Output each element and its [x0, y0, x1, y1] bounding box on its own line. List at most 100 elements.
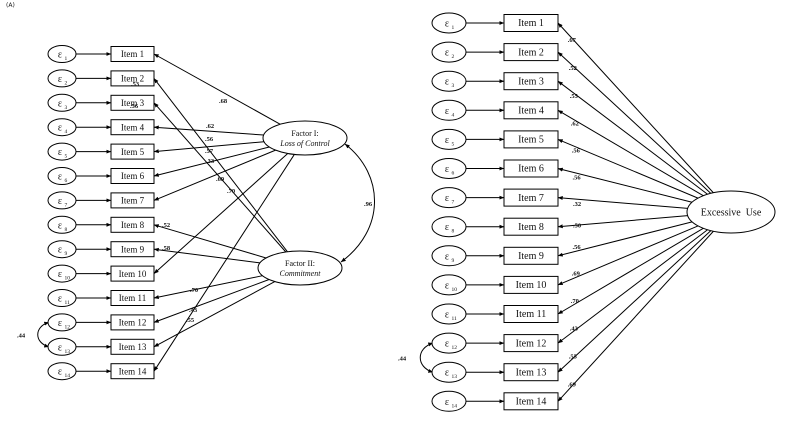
loading-path-item-13: [153, 281, 276, 348]
loading-label-item-6: .56: [573, 174, 582, 181]
error-label: ε: [445, 77, 449, 88]
error-subscript: 6: [452, 171, 455, 177]
loading-path-item-9: [153, 247, 261, 264]
factor-ellipse: [257, 250, 343, 286]
item-rect: [503, 159, 559, 178]
error-label: ε: [58, 220, 62, 231]
error-subscript: 3: [452, 83, 455, 89]
error-label: ε: [445, 280, 449, 291]
item-rect: [110, 216, 155, 233]
error-ellipse: [431, 390, 467, 412]
error-ellipse: [47, 69, 77, 88]
item-rect: [503, 130, 559, 149]
item-label: Item 2: [518, 47, 544, 58]
item-box-12: Item 12: [110, 314, 155, 331]
loading-path-item-13: [557, 230, 712, 373]
error-covariance-arc: [419, 342, 434, 373]
error-ellipse: [431, 361, 467, 383]
item-rect: [110, 94, 155, 111]
factor-commitment: Factor II:Commitment: [257, 250, 343, 286]
loading-label-item-2: .53: [131, 81, 140, 88]
loading-path-item-1: [557, 22, 714, 194]
loading-path-item-7: [557, 196, 688, 209]
item-label: Item 4: [121, 122, 145, 132]
item-label: Item 9: [121, 244, 145, 254]
item-rect: [503, 275, 559, 294]
item-rect: [110, 46, 155, 62]
error-ellipse: [47, 167, 77, 185]
item-rect: [110, 192, 155, 209]
loading-label-item-12: .43: [570, 325, 579, 332]
loading-label-item-9: .58: [162, 245, 171, 252]
loading-path-item-4: [557, 109, 704, 197]
item-label: Item 6: [518, 164, 544, 175]
loading-label-item-1: .67: [568, 37, 577, 44]
item-box-7: Item 7: [503, 188, 559, 207]
error-covariance-arc: [37, 321, 50, 348]
item-box-3: Item 3: [110, 94, 155, 111]
error-ellipse: [47, 337, 77, 356]
item-rect: [110, 241, 155, 258]
error-label: ε: [58, 74, 62, 85]
loading-path-item-10: [153, 153, 289, 274]
item-label: Item 3: [121, 98, 145, 108]
error-subscript: 8: [452, 229, 455, 235]
loading-path-item-1: [153, 53, 281, 125]
loading-path-item-7: [153, 149, 276, 201]
loading-label-item-14: .69: [568, 381, 577, 388]
loading-path-item-3: [153, 102, 287, 253]
error-ellipse: [431, 187, 467, 209]
error-ellipse: [47, 93, 77, 112]
item-rect: [503, 43, 559, 62]
item-label: Item 14: [516, 397, 547, 408]
error-subscript: 2: [65, 80, 68, 86]
error-ellipse: [431, 128, 467, 150]
error-ellipse: [431, 332, 467, 354]
loading-label-item-11: .70: [190, 287, 198, 294]
item-rect: [110, 168, 155, 184]
item-label: Item 8: [121, 220, 145, 230]
item-rect: [110, 314, 155, 331]
item-rect: [503, 14, 559, 32]
error-label: ε: [445, 310, 449, 321]
item-label: Item 11: [119, 293, 146, 303]
loading-label-item-11: .70: [571, 298, 579, 305]
item-label: Item 6: [121, 171, 145, 181]
error-ellipse: [431, 70, 467, 92]
error-covariance-label: .44: [17, 333, 26, 340]
item-label: Item 12: [516, 338, 547, 349]
error-label: ε: [58, 294, 62, 305]
item-rect: [503, 246, 559, 265]
error-ellipse: [431, 41, 467, 63]
loading-label-item-2: .52: [569, 65, 577, 72]
item-box-13: Item 13: [110, 338, 155, 355]
error-label: ε: [58, 367, 62, 378]
error-ellipse: [47, 289, 77, 307]
error-subscript: 3: [65, 105, 68, 111]
item-label: Item 7: [518, 193, 544, 204]
item-rect: [110, 363, 155, 380]
error-subscript: 5: [452, 141, 455, 147]
item-label: Item 13: [516, 367, 547, 378]
error-subscript: 7: [65, 202, 68, 208]
item-box-9: Item 9: [503, 246, 559, 265]
item-label: Item 12: [119, 318, 147, 328]
error-subscript: 11: [65, 300, 71, 306]
item-rect: [503, 363, 559, 382]
loading-label-item-3: .56: [130, 103, 139, 110]
item-box-2: Item 2: [503, 43, 559, 62]
item-box-7: Item 7: [110, 192, 155, 209]
error-label: ε: [58, 269, 62, 280]
